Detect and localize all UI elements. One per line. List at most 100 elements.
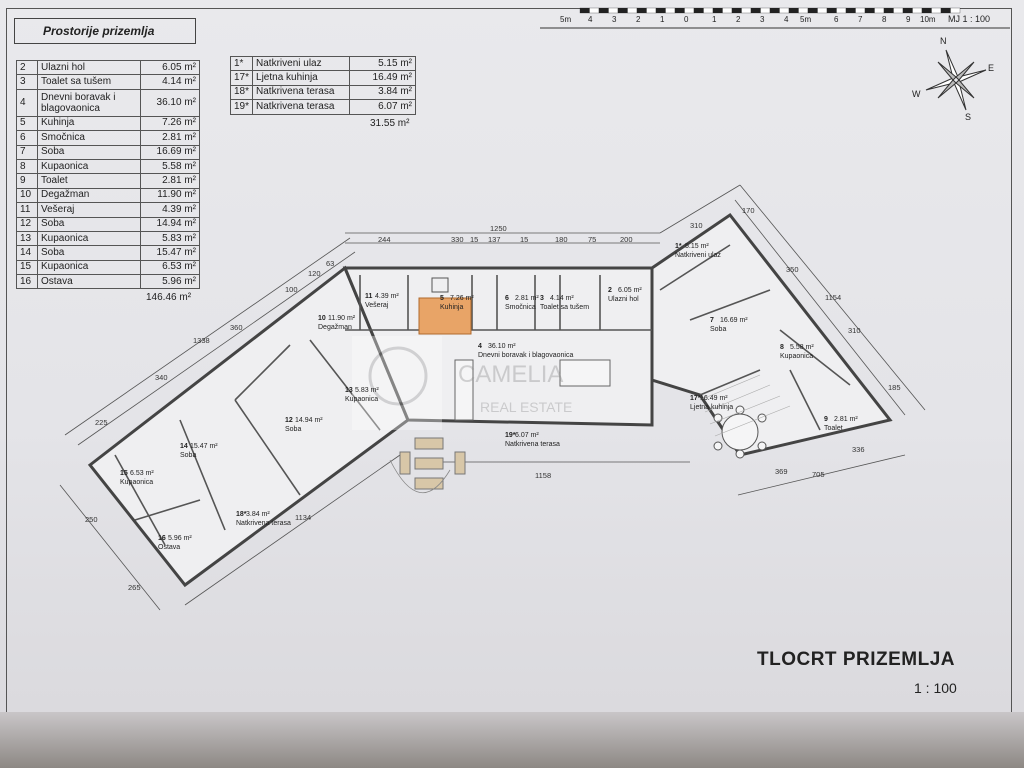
dim-top-overall: 1250 bbox=[490, 224, 507, 233]
plan-room-number: 6 bbox=[505, 295, 509, 302]
dim-top-seg: 15 bbox=[470, 235, 478, 244]
plan-room-name: Kuhinja bbox=[440, 304, 463, 311]
scale-segment bbox=[617, 7, 628, 14]
drawing-title: TLOCRT PRIZEMLJA bbox=[757, 649, 955, 670]
plan-room-number: 2 bbox=[608, 287, 612, 294]
plan-room-number: 19* bbox=[505, 432, 516, 439]
plan-room-area: 6.05 m² bbox=[618, 287, 642, 294]
scale-segment bbox=[950, 7, 961, 14]
compass-n: N bbox=[940, 36, 947, 46]
scale-segment bbox=[655, 7, 666, 14]
scale-segment bbox=[931, 7, 942, 14]
dim-left: 360 bbox=[230, 323, 243, 332]
deck-chairs bbox=[399, 437, 466, 490]
plan-room-area: 2.81 m² bbox=[834, 416, 858, 423]
plan-room-name: Soba bbox=[180, 452, 196, 459]
room-area: 36.10 m² bbox=[140, 88, 200, 117]
dim-right: 170 bbox=[742, 206, 755, 215]
plan-room-area: 3.84 m² bbox=[246, 511, 270, 518]
plan-room-name: Soba bbox=[710, 326, 726, 333]
plan-room-area: 4.39 m² bbox=[375, 293, 399, 300]
total-main-area: 146.46 m² bbox=[146, 292, 192, 303]
scale-segment bbox=[731, 7, 742, 14]
plan-room-area: 11.90 m² bbox=[328, 315, 356, 322]
room-name: Dnevni boravak i blagovaonica bbox=[37, 88, 141, 117]
scale-segment bbox=[883, 7, 894, 14]
scale-segment bbox=[627, 7, 638, 14]
compass-s: S bbox=[965, 112, 971, 122]
scale-segment bbox=[703, 7, 714, 14]
plan-room-number: 9 bbox=[824, 416, 828, 423]
plan-room-number: 14 bbox=[180, 443, 188, 450]
scale-segment bbox=[912, 7, 923, 14]
scale-segment bbox=[817, 7, 828, 14]
plan-room-area: 5.83 m² bbox=[355, 387, 379, 394]
plan-room-area: 6.53 m² bbox=[130, 470, 154, 477]
scale-label: 4 bbox=[588, 15, 593, 24]
scale-label: 0 bbox=[684, 15, 689, 24]
scale-segment bbox=[855, 7, 866, 14]
scale-segment bbox=[893, 7, 904, 14]
dim-left: 265 bbox=[128, 583, 141, 592]
plan-room-number: 10 bbox=[318, 315, 326, 322]
scale-segment bbox=[902, 7, 913, 14]
total-extra-area: 31.55 m² bbox=[370, 118, 410, 129]
dining-table bbox=[454, 359, 611, 421]
scale-label: 4 bbox=[784, 15, 789, 24]
dim-top-seg: 244 bbox=[378, 235, 391, 244]
dim-top-left: 63 bbox=[326, 259, 334, 268]
room-num: 16 bbox=[16, 274, 38, 290]
plan-room-area: 14.94 m² bbox=[295, 417, 323, 424]
room-area: 4.14 m² bbox=[140, 74, 200, 90]
dim-top-seg: 137 bbox=[488, 235, 501, 244]
scale-segment bbox=[608, 7, 619, 14]
plan-room-name: Degažman bbox=[318, 324, 352, 331]
room-area: 6.07 m² bbox=[349, 99, 416, 115]
plan-room-number: 8 bbox=[780, 344, 784, 351]
kitchen-counter bbox=[418, 297, 472, 335]
dim-bottom-left: 1134 bbox=[295, 513, 311, 522]
plan-room-area: 7.26 m² bbox=[450, 295, 474, 302]
dim-bottom-right: 336 bbox=[852, 445, 865, 454]
scale-segment bbox=[693, 7, 704, 14]
scale-segment bbox=[940, 7, 951, 14]
scale-label: 10m bbox=[920, 15, 936, 24]
plan-room-number: 4 bbox=[478, 343, 482, 350]
scale-segment bbox=[921, 7, 932, 14]
plan-room-area: 5.96 m² bbox=[168, 535, 192, 542]
interior-walls bbox=[114, 244, 851, 546]
plan-room-number: 11 bbox=[365, 293, 373, 300]
scale-segment bbox=[665, 7, 676, 14]
drawing-scale: 1 : 100 bbox=[914, 680, 957, 696]
dim-bottom-terrace: 1158 bbox=[535, 471, 551, 480]
compass: N E S W bbox=[912, 36, 994, 122]
dim-top-seg: 15 bbox=[520, 235, 528, 244]
scale-segment bbox=[826, 7, 837, 14]
compass-e: E bbox=[988, 63, 994, 73]
watermark-name: CAMELIA bbox=[458, 361, 563, 388]
plan-room-area: 15.47 m² bbox=[190, 443, 218, 450]
plan-room-name: Natkrivena terasa bbox=[236, 520, 291, 527]
plan-room-name: Dnevni boravak i blagovaonica bbox=[478, 352, 573, 359]
tile-pattern bbox=[699, 374, 791, 437]
scale-segment bbox=[722, 7, 733, 14]
scale-segment bbox=[845, 7, 856, 14]
dim-right: 350 bbox=[786, 265, 799, 274]
dim-top-seg: 75 bbox=[588, 235, 596, 244]
plan-room-area: 5.15 m² bbox=[685, 243, 709, 250]
plan-room-name: Toalet bbox=[824, 425, 843, 432]
plan-room-number: 7 bbox=[710, 317, 714, 324]
plan-room-number: 17* bbox=[690, 395, 701, 402]
scale-label: 6 bbox=[834, 15, 839, 24]
scale-segment bbox=[760, 7, 771, 14]
dim-bottom-right: 369 bbox=[775, 467, 788, 476]
compass-w: W bbox=[912, 89, 921, 99]
